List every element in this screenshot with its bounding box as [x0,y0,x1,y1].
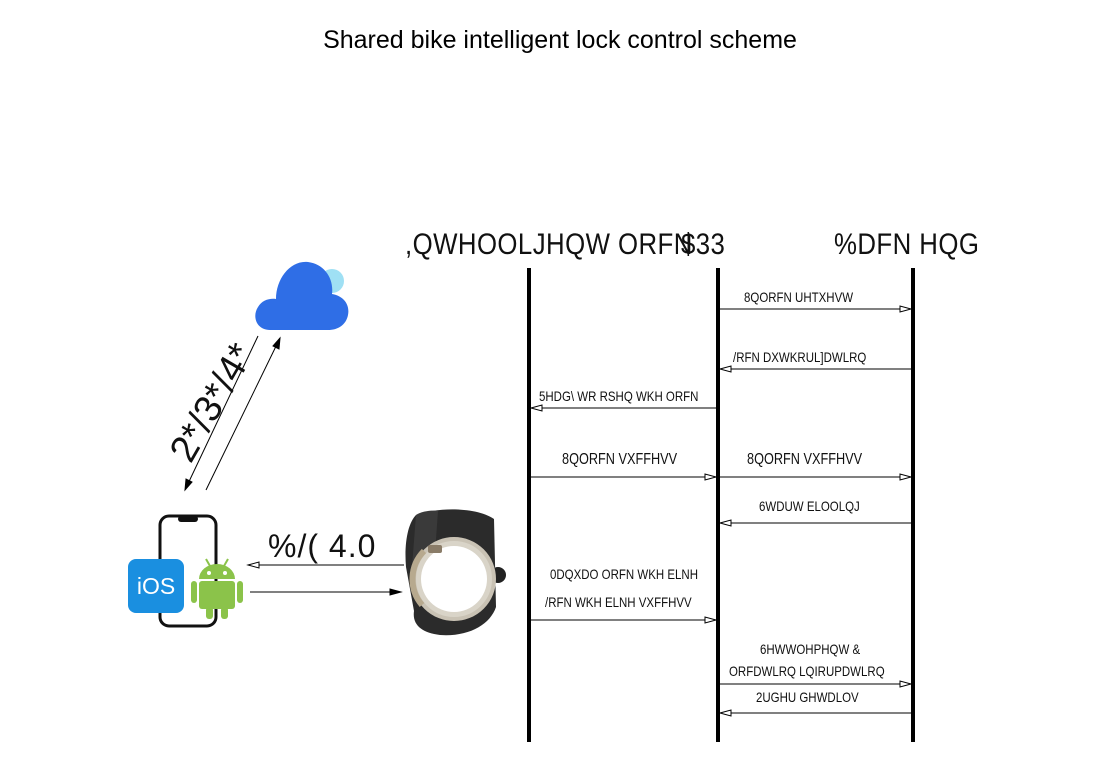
lane-header-lock: ,QWHOOLJHQW ORFN [405,228,693,261]
cloud-icon [255,261,349,330]
lane-header-app: $33 [681,228,726,261]
android-icon [191,558,243,619]
ios-badge-label: iOS [136,572,176,599]
message-label: 8QORFN VXFFHVV [562,451,678,468]
lane-header-backend: %DFN HQG [834,228,980,261]
message-label: ORFDWLRQ LQIRUPDWLRQ [729,663,885,679]
message-label: /RFN WKH ELNH VXFFHVV [545,594,692,610]
smart-lock-icon [405,509,506,636]
message-label: 0DQXDO ORFN WKH ELNH [550,566,698,582]
diagram-title: Shared bike intelligent lock control sch… [323,26,797,54]
message-label: 8QORFN UHTXHVW [744,289,854,305]
ble-label: %/( 4.0 [268,528,377,564]
arrow-phone-to-cloud [205,337,281,491]
message-label: 6WDUW ELOOLQJ [759,498,860,514]
message-label: 6HWWOHPHQW & [760,641,861,657]
message-label: /RFN DXWKRUL]DWLRQ [733,349,867,365]
message-label: 2UGHU GHWDLOV [756,689,859,705]
arrow-cloud-to-phone [184,335,259,491]
message-label: 8QORFN VXFFHVV [747,451,863,468]
ios-icon: iOS [128,559,184,613]
message-label: 5HDG\ WR RSHQ WKH ORFN [539,388,699,404]
